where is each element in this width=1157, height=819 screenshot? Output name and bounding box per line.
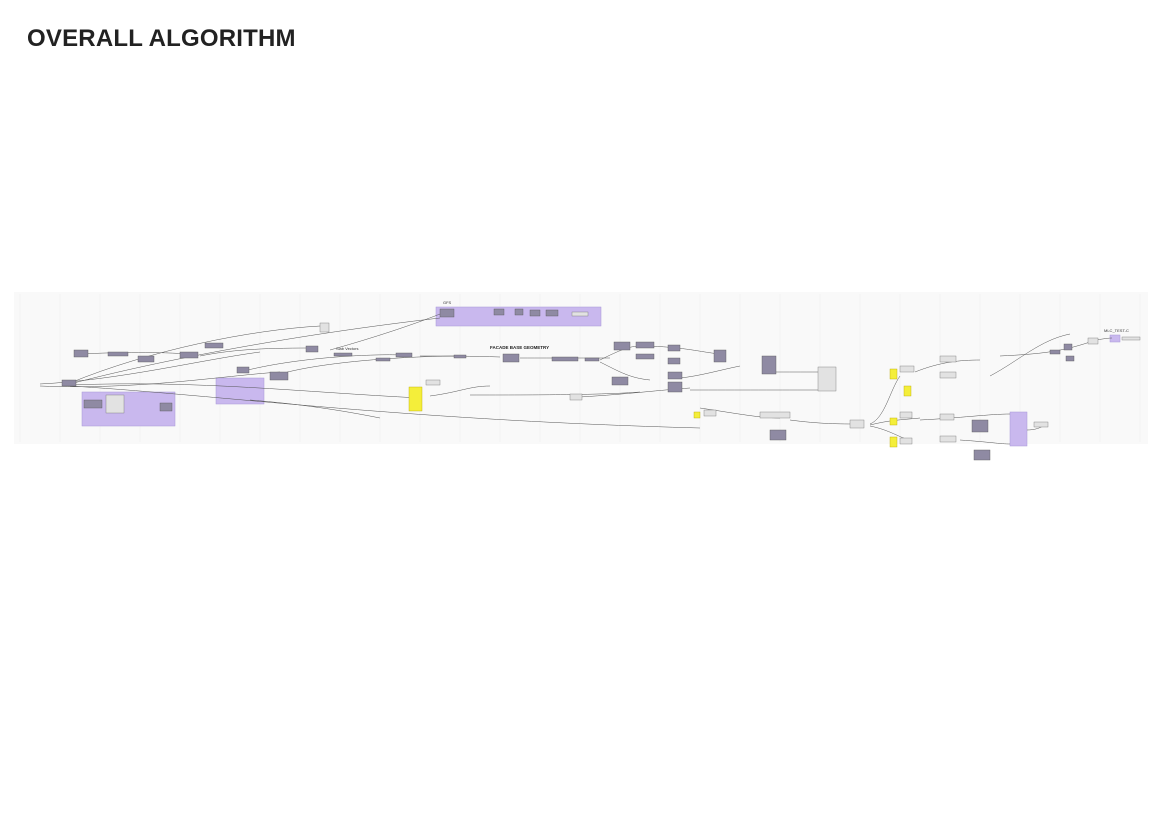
group-left <box>81 391 176 427</box>
group-top <box>435 306 602 327</box>
facade-group-label: FACADE BASE GEOMETRY <box>490 345 549 350</box>
panels <box>105 311 1141 445</box>
page-title: OVERALL ALGORITHM <box>27 25 296 52</box>
group-mid-left <box>215 377 265 405</box>
group-far-right <box>1109 334 1121 343</box>
slab-label: Slab Vectors <box>336 346 358 351</box>
yellow-panels <box>408 368 912 448</box>
group-top-label: GFS <box>443 300 452 305</box>
right-group-label: MLC_TEST-C <box>1104 328 1129 333</box>
group-right <box>1009 411 1028 447</box>
components <box>61 308 1075 461</box>
